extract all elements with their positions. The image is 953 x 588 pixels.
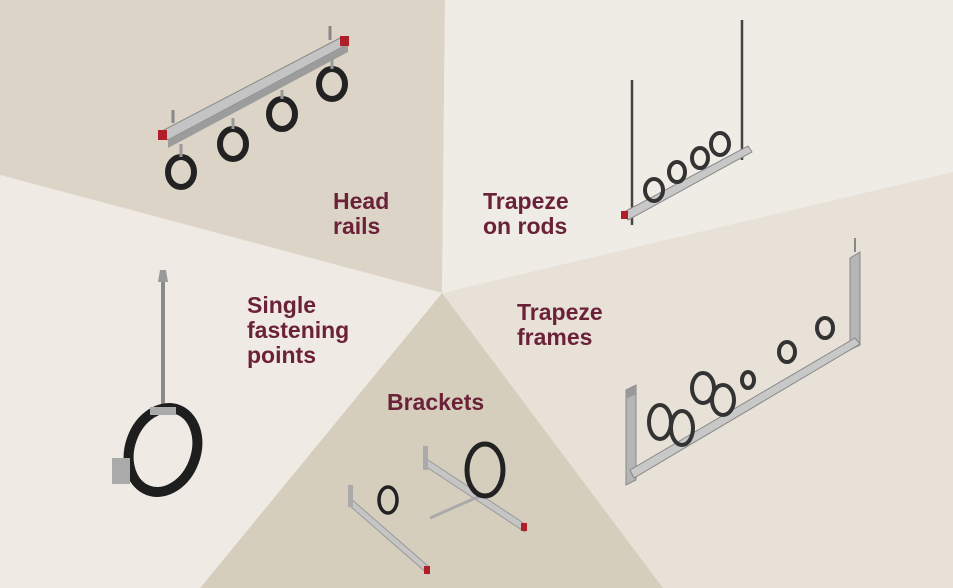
sector-single-points (0, 175, 442, 588)
trapeze-on-rods-illustration (621, 20, 753, 225)
sector-trapeze-frames (442, 172, 953, 588)
brackets-illustration (348, 441, 527, 576)
label-brackets: Brackets (387, 389, 485, 415)
label-head-rails: Head rails (333, 188, 390, 239)
trapeze-frame-illustration (625, 238, 861, 486)
sector-brackets (200, 293, 663, 588)
label-trapeze-frames: Trapeze frames (517, 299, 603, 350)
label-single-fastening-points: Single fastening points (247, 292, 350, 368)
head-rail-illustration (158, 26, 349, 190)
single-fastening-point-illustration (112, 270, 203, 497)
label-trapeze-on-rods: Trapeze on rods (483, 188, 569, 239)
